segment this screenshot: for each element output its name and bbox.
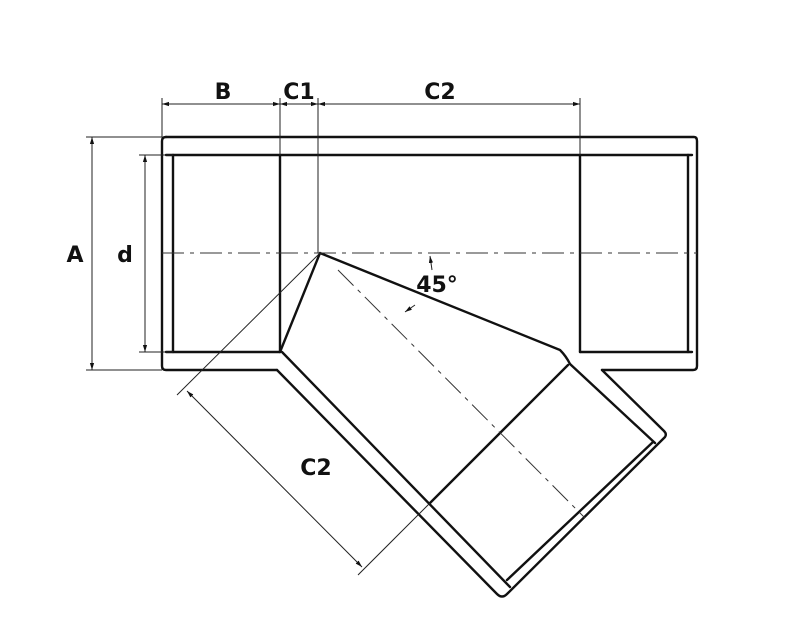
dim-label-a: A xyxy=(66,243,83,268)
angle-label: 45° xyxy=(416,273,458,298)
angle-dimension: 45° xyxy=(404,255,458,313)
top-dimensions: B C1 C2 xyxy=(161,80,581,253)
dim-label-b: B xyxy=(215,80,232,105)
dim-label-d: d xyxy=(117,243,133,268)
dim-label-c2-branch: C2 xyxy=(300,456,331,481)
branch-body xyxy=(275,350,667,598)
dim-label-c2-top: C2 xyxy=(424,80,455,105)
dim-label-c1: C1 xyxy=(283,80,314,105)
branch-centerline xyxy=(337,269,586,519)
branch-dimension: C2 xyxy=(176,252,431,576)
left-dimensions: A d xyxy=(62,136,173,371)
